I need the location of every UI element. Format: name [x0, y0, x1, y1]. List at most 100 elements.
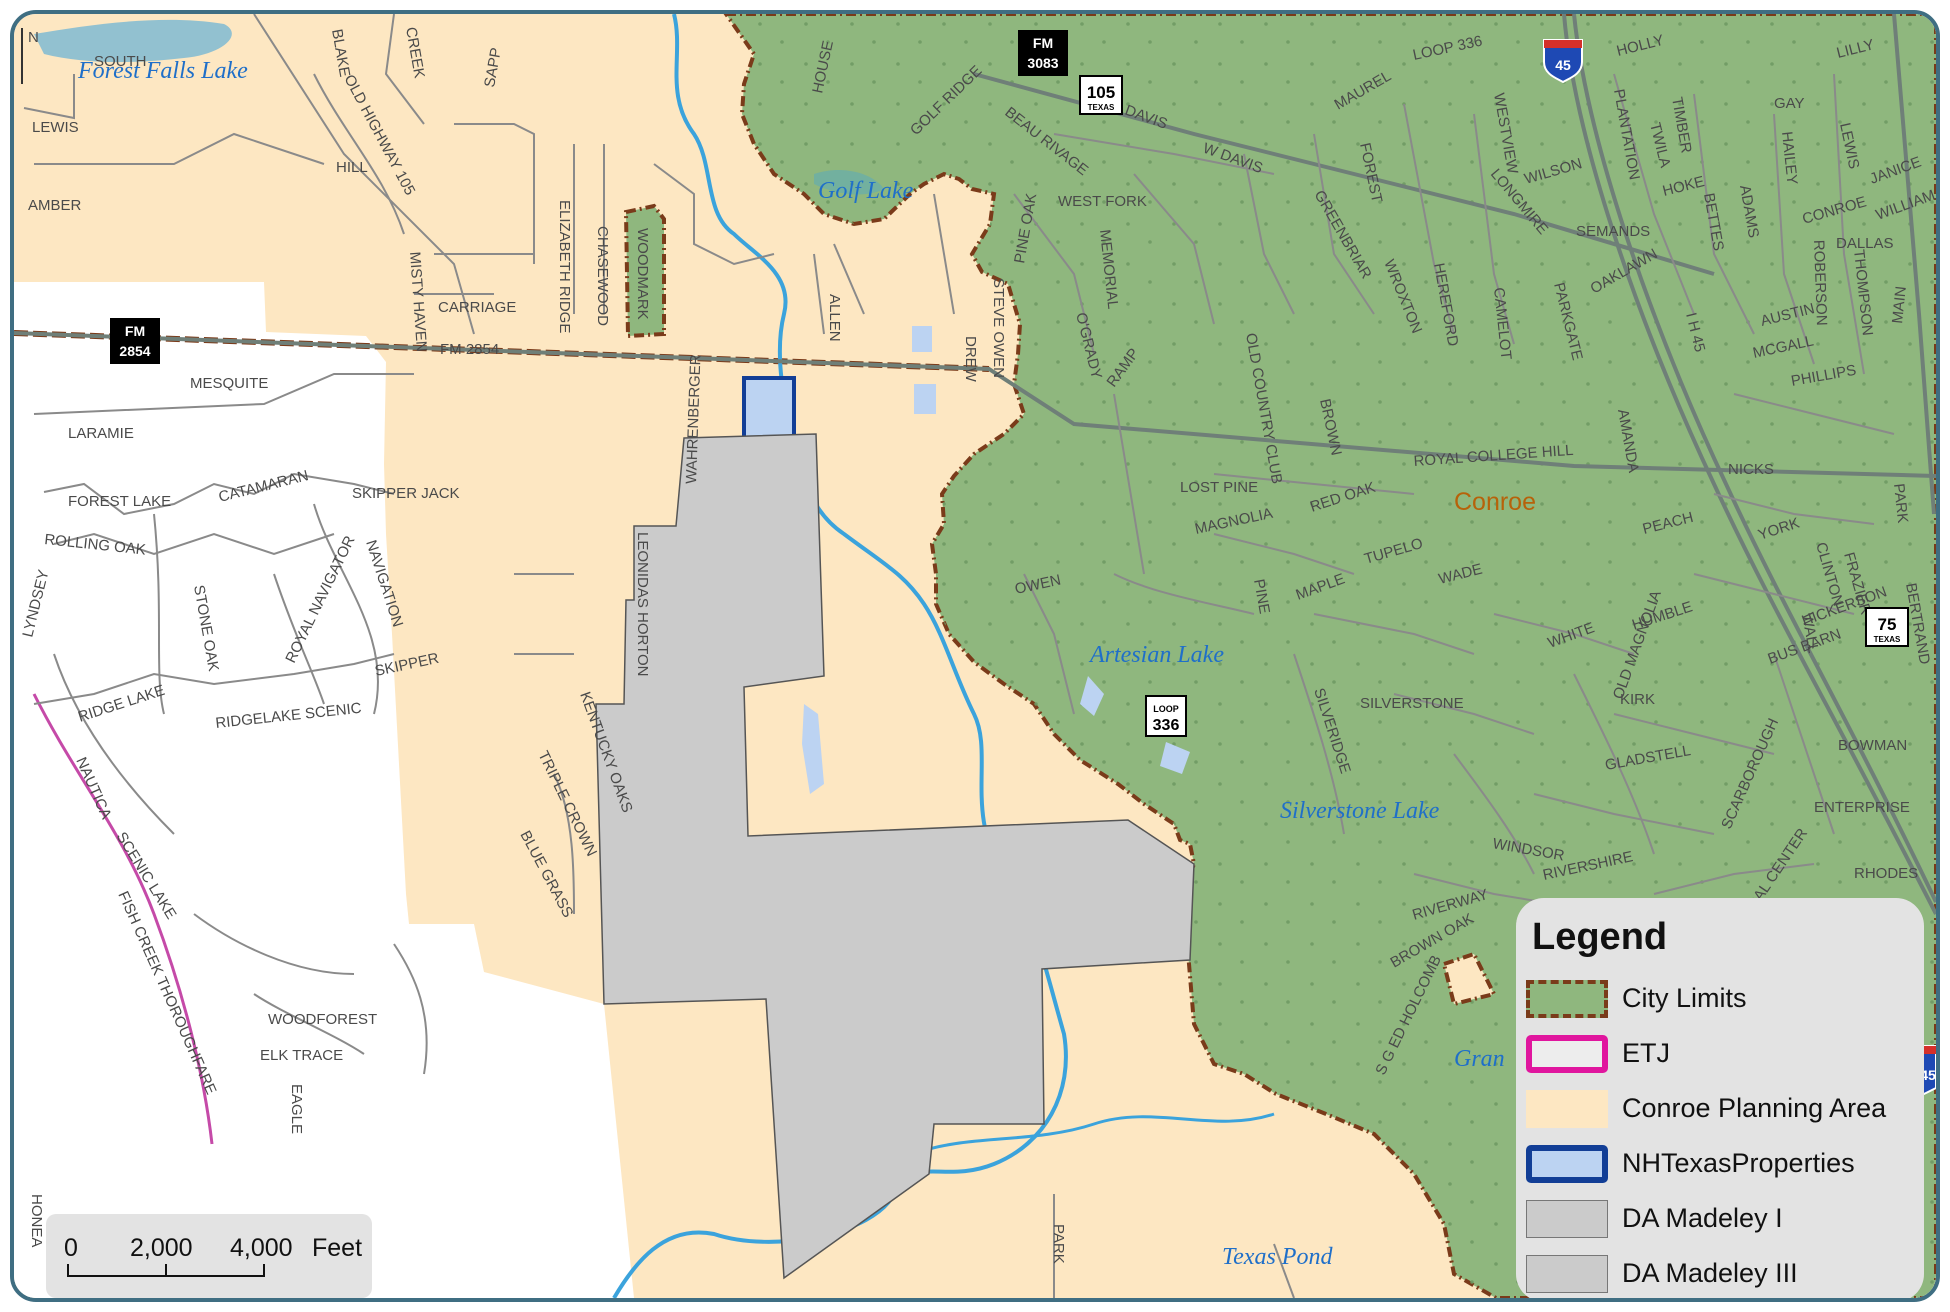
svg-text:ELK TRACE: ELK TRACE	[260, 1047, 343, 1064]
svg-text:3083: 3083	[1027, 55, 1058, 71]
svg-text:CARRIAGE: CARRIAGE	[438, 299, 516, 316]
minor-roads	[23, 14, 1895, 1298]
scale-line	[67, 1264, 265, 1277]
svg-text:SKIPPER JACK: SKIPPER JACK	[352, 485, 460, 502]
legend-item-planning-area[interactable]: Conroe Planning Area	[1526, 1081, 1914, 1136]
svg-text:MISTY HAVEN: MISTY HAVEN	[406, 251, 430, 352]
svg-text:FM: FM	[1033, 35, 1053, 51]
svg-text:ROBERSON: ROBERSON	[1810, 240, 1830, 326]
svg-text:WOODMARK: WOODMARK	[634, 228, 651, 320]
svg-text:PINE: PINE	[1250, 578, 1273, 615]
svg-text:ELIZABETH RIDGE: ELIZABETH RIDGE	[556, 200, 573, 333]
river-bottom	[913, 1112, 1275, 1156]
svg-text:WEST FORK: WEST FORK	[1058, 193, 1147, 210]
svg-text:75: 75	[1878, 615, 1897, 634]
legend-label: DA Madeley I	[1622, 1203, 1783, 1233]
svg-text:PARK: PARK	[1050, 1224, 1067, 1264]
svg-text:WALL: WALL	[1798, 612, 1822, 655]
golf-lake-shape	[814, 169, 884, 195]
legend-swatch-madeley-1	[1526, 1199, 1608, 1238]
legend-item-madeley-3[interactable]: DA Madeley III	[1526, 1246, 1914, 1298]
pond-1	[912, 326, 932, 352]
svg-text:RHODES: RHODES	[1854, 865, 1918, 882]
da-madeley-parcel[interactable]	[595, 433, 1195, 1280]
svg-text:2854: 2854	[119, 343, 150, 359]
svg-text:WAHRENBERGER: WAHRENBERGER	[683, 354, 705, 484]
svg-text:TEXAS: TEXAS	[1874, 635, 1901, 644]
legend-swatch-madeley-3	[1526, 1254, 1608, 1293]
shield-loop-336: LOOP 336	[1145, 695, 1187, 737]
svg-text:KIRK: KIRK	[1620, 691, 1655, 708]
shield-tx-75: 75 TEXAS	[1865, 607, 1909, 647]
forest-falls-lake	[34, 19, 232, 63]
svg-text:TEXAS: TEXAS	[1088, 103, 1115, 112]
legend-panel: Legend City Limits ETJ Conroe Planning A…	[1516, 898, 1924, 1298]
city-limits-small	[1441, 951, 1497, 1007]
legend-label: NHTexasProperties	[1622, 1148, 1855, 1178]
label-texas-pond: Texas Pond	[1222, 1244, 1333, 1270]
pond-4	[1160, 742, 1190, 774]
svg-text:MESQUITE: MESQUITE	[190, 375, 268, 392]
svg-text:105: 105	[1087, 83, 1115, 102]
svg-text:MAIN: MAIN	[1889, 285, 1910, 324]
legend-label: DA Madeley III	[1622, 1258, 1798, 1288]
legend-swatch-nhtexas	[1526, 1144, 1608, 1183]
svg-text:FM: FM	[125, 323, 145, 339]
svg-text:HONEA: HONEA	[28, 1194, 45, 1247]
svg-text:LOST PINE: LOST PINE	[1180, 479, 1258, 496]
svg-text:SOUTH: SOUTH	[94, 53, 147, 70]
svg-text:LEONIDAS HORTON: LEONIDAS HORTON	[634, 532, 651, 676]
legend-label: Conroe Planning Area	[1622, 1093, 1887, 1123]
map-frame: N Forest Falls Lake Golf Lake Artesian L…	[10, 10, 1940, 1302]
svg-text:336: 336	[1153, 717, 1180, 734]
shield-i-45: 45	[1543, 39, 1583, 84]
svg-text:DREW: DREW	[962, 336, 979, 383]
svg-text:HILL: HILL	[336, 159, 368, 176]
svg-text:FOREST LAKE: FOREST LAKE	[68, 493, 171, 510]
pond-2	[914, 384, 936, 414]
svg-text:45: 45	[1555, 57, 1571, 73]
label-golf-lake: Golf Lake	[818, 178, 914, 204]
svg-text:GAY: GAY	[1774, 95, 1805, 112]
label-conroe-city: Conroe	[1454, 488, 1536, 516]
pond-5	[802, 704, 824, 794]
scale-label-0: 0	[64, 1234, 78, 1262]
svg-text:SEMANDS: SEMANDS	[1576, 223, 1650, 240]
svg-text:PARK: PARK	[1890, 483, 1911, 524]
svg-text:ENTERPRISE: ENTERPRISE	[1814, 799, 1910, 816]
legend-swatch-city-limits	[1526, 979, 1608, 1018]
road-labels: SOUTH LEWIS AMBER HILL BLAKE OLD HIGHWAY…	[19, 26, 1067, 1264]
svg-text:STEVE OWEN: STEVE OWEN	[990, 278, 1007, 378]
legend-swatch-etj	[1526, 1034, 1608, 1073]
svg-text:AMBER: AMBER	[28, 197, 82, 214]
legend-label: City Limits	[1622, 983, 1747, 1013]
svg-text:FM 2854: FM 2854	[440, 341, 499, 358]
map-canvas[interactable]: N Forest Falls Lake Golf Lake Artesian L…	[14, 14, 1936, 1298]
pond-3	[1080, 676, 1104, 716]
shield-fm-2854: FM 2854	[110, 318, 160, 364]
label-artesian-lake: Artesian Lake	[1088, 642, 1224, 668]
legend-item-madeley-1[interactable]: DA Madeley I	[1526, 1191, 1914, 1246]
svg-text:SAPP: SAPP	[481, 46, 505, 88]
scale-label-2000: 2,000	[130, 1234, 193, 1262]
scale-label-4000: 4,000	[230, 1234, 293, 1262]
svg-text:LOOP: LOOP	[1153, 704, 1179, 714]
legend-item-etj[interactable]: ETJ	[1526, 1026, 1914, 1081]
svg-text:SILVERSTONE: SILVERSTONE	[1360, 695, 1464, 712]
legend-swatch-planning-area	[1526, 1089, 1608, 1128]
legend-label: ETJ	[1622, 1038, 1671, 1068]
svg-text:DALLAS: DALLAS	[1836, 235, 1894, 252]
legend-item-nhtexas[interactable]: NHTexasProperties	[1526, 1136, 1914, 1191]
city-limits-woodmark	[623, 203, 666, 339]
svg-text:WOODFOREST: WOODFOREST	[268, 1011, 377, 1028]
outside-planning-area	[14, 282, 634, 1298]
nhtexas-parcel[interactable]	[742, 376, 796, 444]
legend-item-city-limits[interactable]: City Limits	[1526, 971, 1914, 1026]
svg-text:EAGLE: EAGLE	[288, 1084, 305, 1134]
legend-title: Legend	[1532, 916, 1668, 958]
svg-text:45: 45	[1920, 1067, 1936, 1083]
label-forest-falls-lake: Forest Falls Lake	[77, 58, 248, 84]
svg-text:NICKS: NICKS	[1728, 461, 1774, 478]
shield-fm-3083: FM 3083	[1018, 30, 1068, 76]
svg-text:ALLEN: ALLEN	[826, 294, 843, 342]
